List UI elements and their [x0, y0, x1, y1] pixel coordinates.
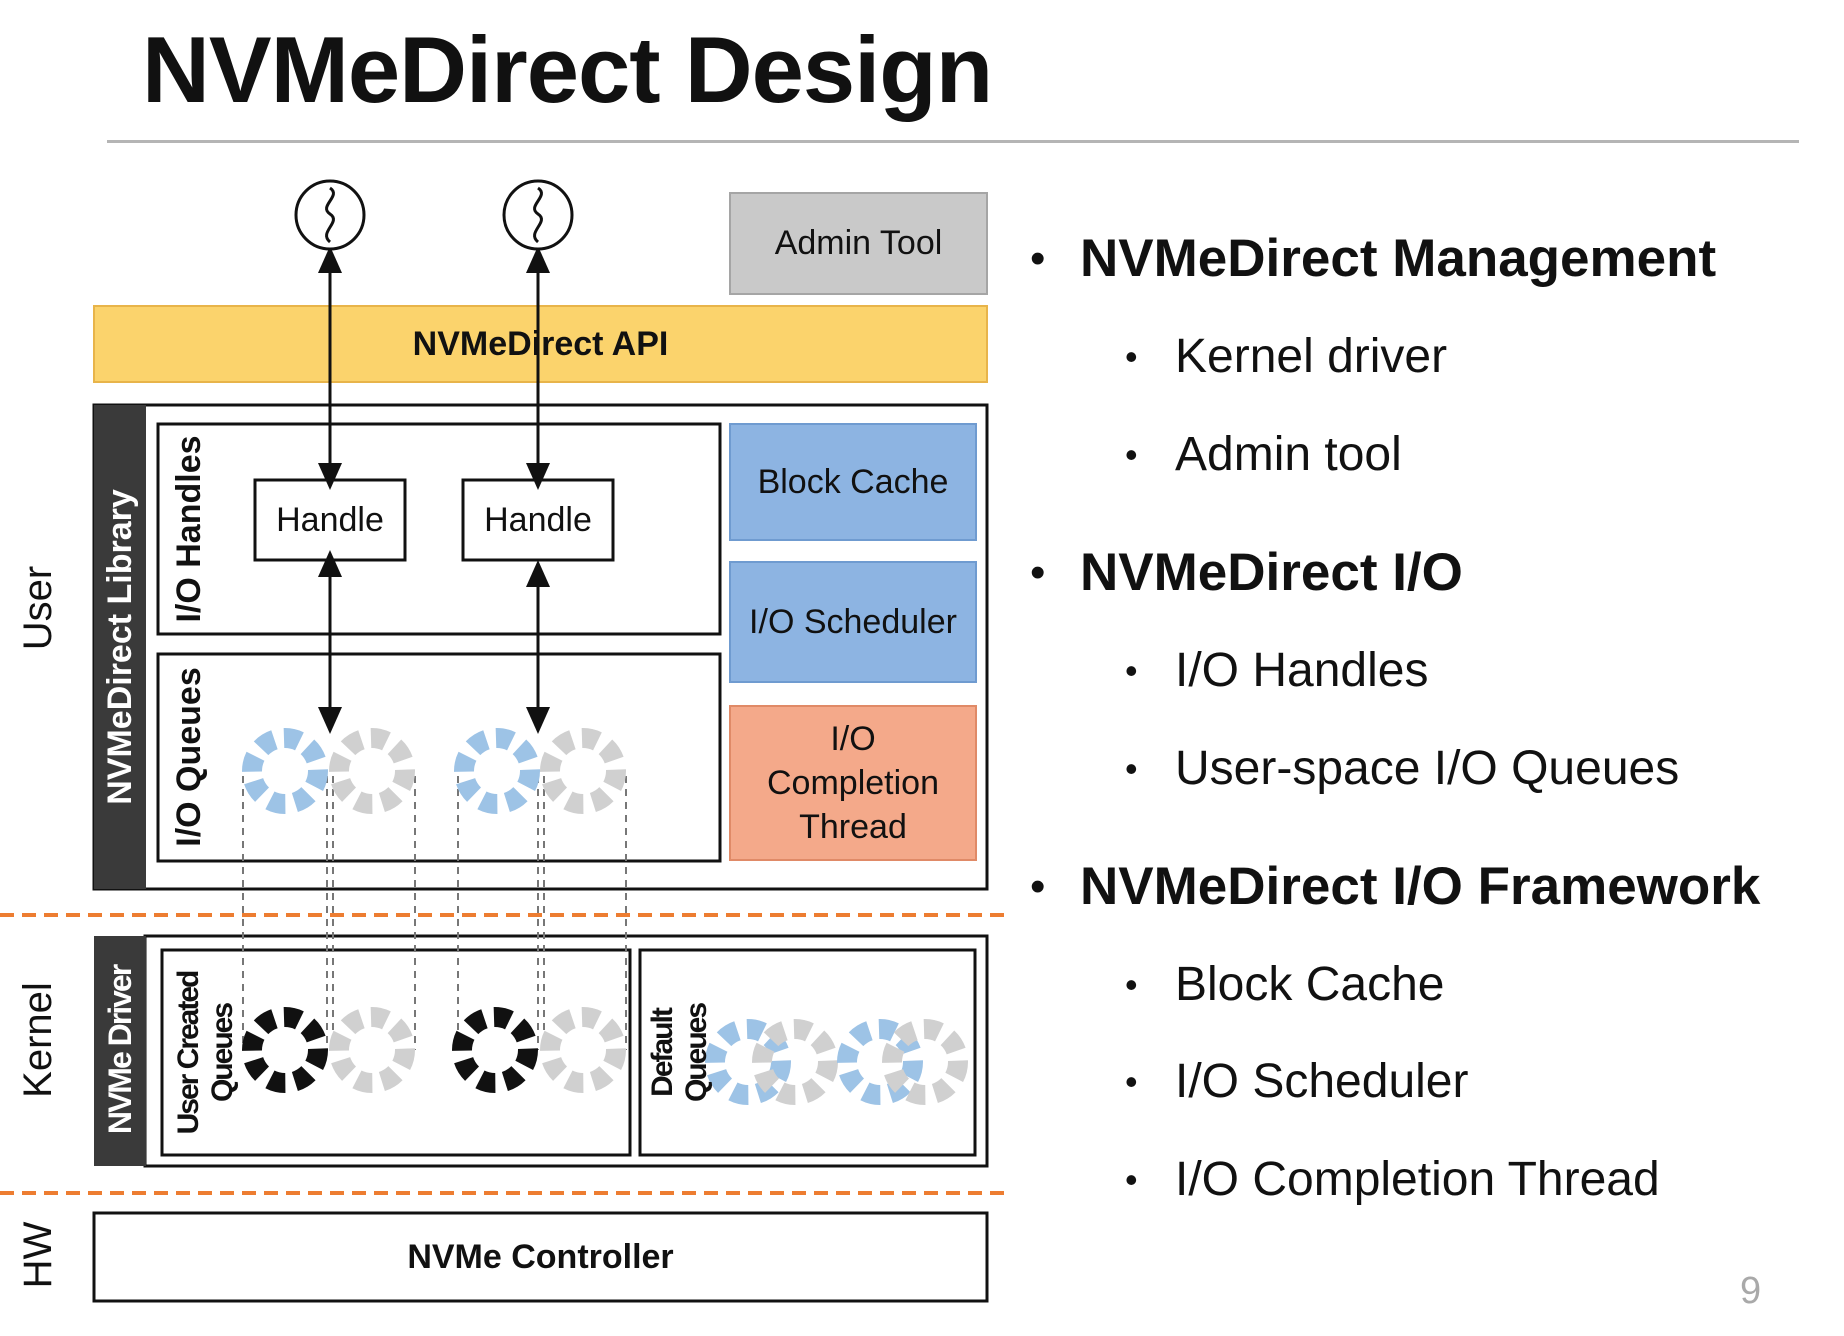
queue-ring-default-gray-1	[752, 1019, 838, 1105]
bullet-kernel-driver: • Kernel driver	[1125, 333, 1447, 381]
bullet-dot: •	[1125, 748, 1138, 789]
bullet-text: NVMeDirect I/O	[1080, 543, 1463, 602]
page-title: NVMeDirect Design	[142, 17, 993, 122]
layer-user-label: User	[16, 565, 60, 651]
bullet-dot: •	[1125, 1061, 1138, 1102]
bullet-text: I/O Handles	[1175, 644, 1429, 697]
queue-ring-default-blue-2	[837, 1019, 923, 1105]
bullet-text: Block Cache	[1175, 958, 1445, 1011]
bullet-text: NVMeDirect Management	[1080, 229, 1717, 288]
bullet-io-framework: • NVMeDirect I/O Framework	[1030, 860, 1760, 913]
page-number: 9	[1740, 1270, 1762, 1312]
block-cache-label: Block Cache	[757, 462, 949, 501]
io-handles-frame	[156, 422, 722, 636]
io-completion-line-2: Completion	[767, 763, 939, 802]
admin-tool-box	[729, 192, 988, 295]
bullet-list: • NVMeDirect Management • Kernel driver • A…	[1030, 0, 1830, 1336]
queue-ring-kernel-gray-2	[540, 1007, 626, 1093]
library-sidebar	[94, 405, 146, 889]
layer-hw-label: HW	[16, 1221, 60, 1289]
io-queues-frame	[156, 652, 722, 863]
user-created-frame	[160, 948, 632, 1157]
driver-label: NVMe Driver	[102, 965, 138, 1135]
user-created-line-1: User Created	[172, 971, 205, 1135]
bullet-text: Admin tool	[1175, 428, 1402, 481]
bullet-text: User-space I/O Queues	[1175, 742, 1680, 795]
default-queues-frame	[638, 948, 977, 1157]
thread-icon-1	[294, 179, 366, 251]
io-scheduler-box	[729, 561, 977, 683]
queue-ring-kernel-gray-1	[329, 1007, 415, 1093]
queue-ring-default-gray-2	[882, 1019, 968, 1105]
bullet-dot: •	[1125, 434, 1138, 475]
bullet-dot: •	[1125, 336, 1138, 377]
bullet-dot: •	[1125, 1159, 1138, 1200]
queue-ring-default-blue-1	[705, 1019, 791, 1105]
io-queues-label: I/O Queues	[170, 667, 208, 847]
bullet-dot: •	[1125, 650, 1138, 691]
driver-container	[143, 934, 989, 1168]
bullet-block-cache: • Block Cache	[1125, 961, 1444, 1009]
bullet-user-space-queues: • User-space I/O Queues	[1125, 745, 1679, 793]
controller-box	[92, 1211, 989, 1303]
queue-mapping-lines	[242, 776, 627, 1050]
bullet-io-handles: • I/O Handles	[1125, 647, 1428, 695]
io-completion-label: I/O Completion Thread	[730, 706, 976, 860]
bullet-dot: •	[1030, 547, 1046, 597]
user-created-line-2: Queues	[206, 1003, 239, 1103]
queue-ring-user-gray-2	[540, 728, 626, 814]
layer-kernel-label: Kernel	[16, 982, 60, 1098]
bullet-dot: •	[1030, 233, 1046, 283]
queue-ring-user-blue-2	[454, 728, 540, 814]
bullet-admin-tool: • Admin tool	[1125, 431, 1402, 479]
handle-label-1: Handle	[276, 500, 384, 539]
io-completion-box	[729, 705, 977, 861]
bullet-io: • NVMeDirect I/O	[1030, 546, 1463, 599]
bullet-io-completion-thread: • I/O Completion Thread	[1125, 1156, 1660, 1204]
bullet-text: I/O Scheduler	[1175, 1055, 1469, 1108]
io-scheduler-label: I/O Scheduler	[749, 602, 957, 641]
queue-ring-kernel-black-1	[242, 1007, 328, 1093]
library-label: NVMeDirect Library	[101, 489, 139, 805]
bullet-text: NVMeDirect I/O Framework	[1080, 857, 1761, 916]
io-handles-label: I/O Handles	[170, 435, 208, 623]
api-label: NVMeDirect API	[412, 324, 669, 363]
controller-label: NVMe Controller	[407, 1237, 674, 1276]
io-completion-line-3: Thread	[799, 808, 907, 847]
queue-ring-user-gray-1	[329, 728, 415, 814]
bullet-dot: •	[1030, 861, 1046, 911]
queue-ring-kernel-black-2	[452, 1007, 538, 1093]
bullet-io-scheduler: • I/O Scheduler	[1125, 1058, 1468, 1106]
io-completion-line-1: I/O	[830, 719, 876, 758]
block-cache-box	[729, 423, 977, 541]
bullet-dot: •	[1125, 964, 1138, 1005]
handle-label-2: Handle	[484, 500, 592, 539]
thread-icon-2	[502, 179, 574, 251]
default-queues-line-2: Queues	[680, 1003, 713, 1103]
bullet-management: • NVMeDirect Management	[1030, 232, 1716, 285]
bullet-text: I/O Completion Thread	[1175, 1153, 1660, 1206]
queue-ring-user-blue-1	[242, 728, 328, 814]
admin-tool-label: Admin Tool	[774, 224, 943, 262]
title-divider	[107, 140, 1799, 143]
default-queues-line-1: Default	[646, 1009, 679, 1097]
bullet-text: Kernel driver	[1175, 330, 1448, 383]
driver-sidebar	[94, 936, 146, 1166]
